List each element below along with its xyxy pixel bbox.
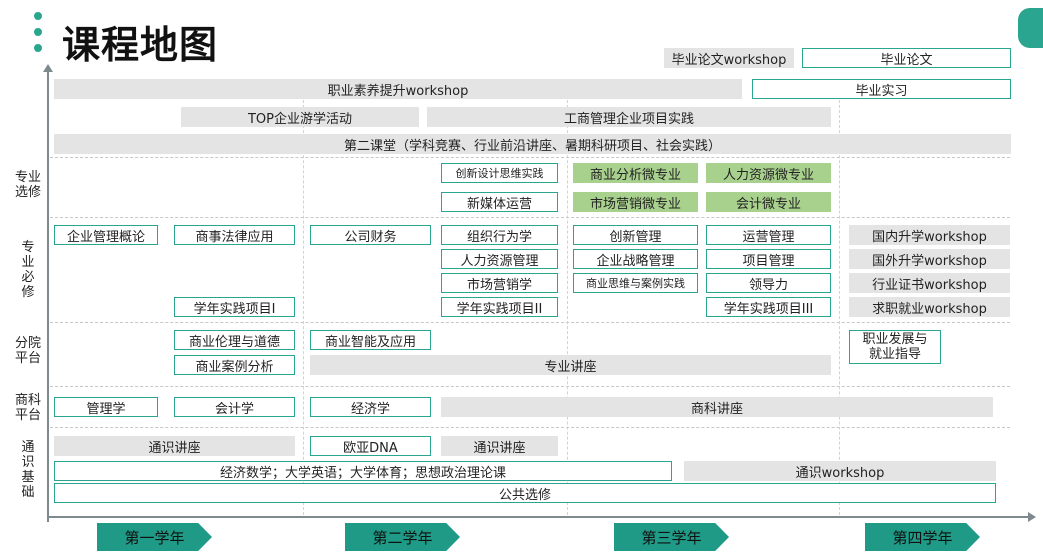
section-label-school-platform: 分院 平台 <box>14 336 41 366</box>
divider-school <box>50 386 1010 387</box>
year-2-arrow: 第二学年 <box>345 523 460 551</box>
year-4-arrow: 第四学年 <box>865 523 980 551</box>
career-guidance-box: 职业发展与 就业指导 <box>849 330 941 364</box>
divider-top <box>50 157 1010 158</box>
marketing-box: 市场营销学 <box>441 273 558 293</box>
business-lectures-box: 商科讲座 <box>441 397 993 417</box>
year-divider-1 <box>303 100 304 515</box>
industry-certificate-workshop-box: 行业证书workshop <box>849 273 1010 293</box>
business-case-analysis-box: 商业案例分析 <box>174 355 295 375</box>
bullet-dot-1 <box>34 12 42 20</box>
accounting-micro-box: 会计微专业 <box>706 192 831 212</box>
intro-enterprise-management-box: 企业管理概论 <box>54 225 158 245</box>
eurasia-dna-box: 欧亚DNA <box>310 436 431 456</box>
section-label-business-platform: 商科 平台 <box>14 393 41 423</box>
operations-management-box: 运营管理 <box>706 225 831 245</box>
commercial-law-box: 商事法律应用 <box>174 225 295 245</box>
top-enterprise-study-tour-box: TOP企业游学活动 <box>181 107 419 127</box>
page-title: 课程地图 <box>62 23 219 67</box>
bullet-dot-3 <box>34 44 42 52</box>
general-lectures-1-box: 通识讲座 <box>54 436 295 456</box>
project-management-box: 项目管理 <box>706 249 831 269</box>
section-label-elective: 专业 选修 <box>14 170 41 200</box>
graduation-thesis-box: 毕业论文 <box>802 48 1011 68</box>
professional-literacy-workshop-box: 职业素养提升workshop <box>54 79 742 99</box>
graduation-thesis-workshop-box: 毕业论文workshop <box>664 48 794 68</box>
business-analytics-micro-box: 商业分析微专业 <box>573 163 698 183</box>
divider-required <box>50 322 1010 323</box>
organizational-behavior-box: 组织行为学 <box>441 225 558 245</box>
professional-lectures-box: 专业讲座 <box>310 355 831 375</box>
innovation-management-box: 创新管理 <box>573 225 698 245</box>
divider-elective <box>50 217 1010 218</box>
corporate-finance-box: 公司财务 <box>310 225 431 245</box>
year-practice-3-box: 学年实践项目III <box>706 297 831 317</box>
new-media-operation-box: 新媒体运营 <box>441 192 558 212</box>
divider-business <box>50 427 1010 428</box>
management-box: 管理学 <box>54 397 158 417</box>
section-label-required: 专 业 必 修 <box>21 240 35 300</box>
marketing-micro-box: 市场营销微专业 <box>573 192 698 212</box>
domestic-study-workshop-box: 国内升学workshop <box>849 225 1010 245</box>
vertical-axis <box>47 70 49 522</box>
innovation-design-thinking-box: 创新设计思维实践 <box>441 163 558 183</box>
hr-management-box: 人力资源管理 <box>441 249 558 269</box>
year-divider-3 <box>839 100 840 515</box>
year-1-arrow: 第一学年 <box>97 523 212 551</box>
business-thinking-cases-box: 商业思维与案例实践 <box>573 273 698 293</box>
hr-micro-box: 人力资源微专业 <box>706 163 831 183</box>
leadership-box: 领导力 <box>706 273 831 293</box>
strategic-management-box: 企业战略管理 <box>573 249 698 269</box>
business-ethics-box: 商业伦理与道德 <box>174 330 295 350</box>
horizontal-axis-arrow-icon <box>1028 512 1036 522</box>
graduation-internship-box: 毕业实习 <box>752 79 1011 99</box>
general-lectures-2-box: 通识讲座 <box>441 436 558 456</box>
job-seeking-workshop-box: 求职就业workshop <box>849 297 1010 317</box>
overseas-study-workshop-box: 国外升学workshop <box>849 249 1010 269</box>
vertical-axis-arrow-icon <box>43 64 53 72</box>
year-practice-2-box: 学年实践项目II <box>441 297 558 317</box>
public-electives-box: 公共选修 <box>54 483 996 503</box>
year-3-arrow: 第三学年 <box>614 523 729 551</box>
general-workshop-box: 通识workshop <box>684 461 996 481</box>
accounting-box: 会计学 <box>174 397 295 417</box>
horizontal-axis <box>47 516 1030 518</box>
year-practice-1-box: 学年实践项目I <box>174 297 295 317</box>
economics-box: 经济学 <box>310 397 431 417</box>
year-divider-2 <box>567 100 568 515</box>
core-courses-box: 经济数学；大学英语；大学体育；思想政治理论课 <box>54 461 672 481</box>
business-intelligence-box: 商业智能及应用 <box>310 330 431 350</box>
bullet-dot-2 <box>34 28 42 36</box>
business-admin-project-practice-box: 工商管理企业项目实践 <box>427 107 831 127</box>
corner-decoration <box>1018 8 1043 48</box>
second-classroom-box: 第二课堂（学科竞赛、行业前沿讲座、暑期科研项目、社会实践） <box>54 134 1011 154</box>
section-label-general-education: 通 识 基 础 <box>21 440 35 500</box>
